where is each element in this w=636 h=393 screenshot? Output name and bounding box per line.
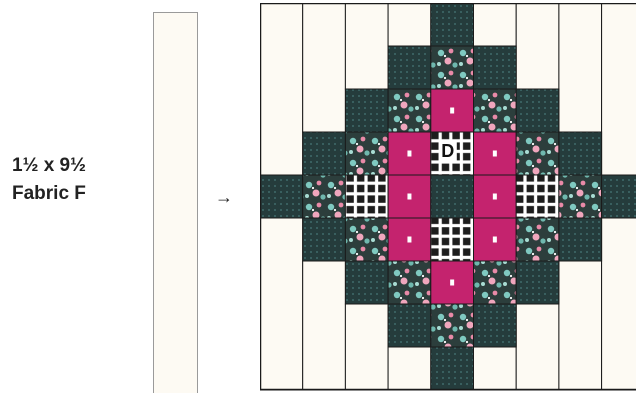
cream-strip [388,347,431,390]
cream-strip [474,347,517,390]
print-square [431,46,474,89]
print-square [431,304,474,347]
cream-strip [345,3,388,89]
grid-square [431,218,474,261]
arrow-icon: → [215,187,233,208]
quilt-block: D [260,3,636,393]
cream-strip [388,3,431,46]
cream-strip [516,3,559,89]
strip-size-label: 1½ x 9½ [12,153,86,179]
print-square [559,175,602,218]
teal-square [345,89,388,132]
print-square [388,89,431,132]
cream-strip [559,261,602,390]
print-square [303,175,346,218]
fabric-marker [407,237,411,243]
fabric-marker [407,151,411,157]
cream-strip [516,304,559,390]
teal-square [431,3,474,46]
cream-strip [345,304,388,390]
teal-square [388,46,431,89]
cream-strip [602,218,636,390]
strip-fabric-label: Fabric F [12,181,86,207]
print-square [388,261,431,304]
teal-square [303,218,346,261]
print-square [345,218,388,261]
fabric-marker [493,151,497,157]
fabric-marker [493,194,497,200]
fabric-marker [450,108,454,114]
fabric-marker [450,280,454,286]
fabric-strip [153,12,198,393]
teal-square [303,132,346,175]
teal-square [431,347,474,390]
print-square [474,89,517,132]
teal-square [559,218,602,261]
teal-square [345,261,388,304]
teal-square [388,304,431,347]
cream-strip [303,3,346,132]
print-square [474,261,517,304]
cream-strip [303,261,346,390]
cream-strip [474,3,517,46]
fabric-marker [493,237,497,243]
teal-square [474,304,517,347]
cream-strip [260,218,303,390]
grid-square [345,175,388,218]
cream-strip [559,3,602,132]
teal-square [559,132,602,175]
block-letter-label: D [441,141,454,161]
print-square [516,132,559,175]
teal-square [516,261,559,304]
cream-strip [260,3,303,175]
teal-square [431,175,474,218]
teal-square [260,175,303,218]
fabric-marker [407,194,411,200]
grid-square [516,175,559,218]
print-square [345,132,388,175]
cream-strip [602,3,636,175]
print-square [516,218,559,261]
teal-square [516,89,559,132]
teal-square [474,46,517,89]
teal-square [602,175,636,218]
